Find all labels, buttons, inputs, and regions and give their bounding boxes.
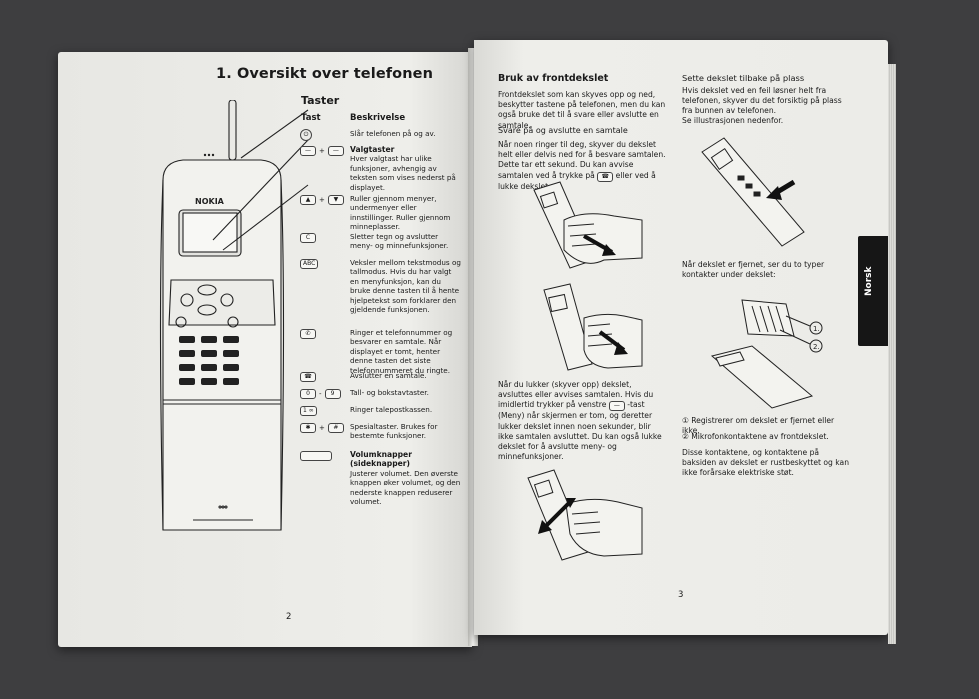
key-description: Veksler mellom tekstmodus og tallmodus. … [350,258,461,315]
replace-paragraph: Hvis dekslet ved en feil løsner helt fra… [682,86,842,116]
power-key-icon: ⏻ [300,129,312,141]
book-gutter [468,48,478,646]
section-heading: Bruk av frontdekslet [498,73,609,84]
page-number: 2 [286,612,292,622]
scroll-up-icon: ▲ [300,195,316,205]
hash-key-icon: # [327,423,344,433]
end-key-icon: ☎ [300,372,316,382]
key-description: Ringer et telefonnummer og besvarer en s… [350,328,453,375]
removed-paragraph: Når dekslet er fjernet, ser du to typer … [682,260,825,280]
contact-item-1: ① Registrerer om dekslet er fjernet elle… [682,416,835,436]
answer-paragraph: Når noen ringer til deg, skyver du deksl… [498,140,666,192]
key-row-abc: ABC Veksler mellom tekstmodus og tallmod… [300,258,461,320]
answer-text: Når noen ringer til deg, skyver du deksl… [498,140,666,180]
key-description: Spesialtaster. Brukes for bestemte funks… [350,422,438,441]
key-row-end: ☎ Avslutter en samtale. [300,371,460,385]
key-row-scroll: ▲+▼ Ruller gjennom menyer, undermenyer e… [300,194,460,234]
contacts-warning: Disse kontaktene, og kontaktene på baksi… [682,448,850,478]
close-paragraph: Når du lukker (skyver opp) dekslet, avsl… [498,380,668,462]
clear-key-icon: C [300,233,316,243]
language-tab-label: Norsk [864,266,874,297]
open-manual: 1. Oversikt over telefonen [58,40,896,647]
page-title: 1. Oversikt over telefonen [216,66,433,82]
key-row-call: ✆ Ringer et telefonnummer og besvarer en… [300,328,460,375]
select-key-icon: — [300,146,316,156]
key-description: Justerer volumet. Den øverste knappen øk… [350,468,461,507]
key-description: Tall- og bokstavtaster. [350,388,429,397]
callout-2: 2. [813,343,820,351]
key-description: Slår telefonen på og av. [350,129,436,138]
close-text-2: -tast (Meny) når skjermen er tom, og der… [498,400,662,462]
select-key-icon: — [327,146,344,156]
digit-nine-icon: 9 [324,389,341,399]
voicemail-key-icon: 1 ∞ [300,406,317,416]
scroll-down-icon: ▼ [327,195,344,205]
contacts-illustration: 1. 2. [710,299,823,409]
abc-key-icon: ABC [300,259,319,269]
star-key-icon: ✱ [300,423,316,433]
subsection-heading: Svare på og avslutte en samtale [498,126,628,135]
key-row-volume: Volumknapper (sideknapper)Justerer volum… [300,450,460,506]
replace-paragraph-2: Se illustrasjonen nedenfor. [682,116,784,125]
section-heading: Taster [301,94,340,107]
contact-item-2: ② Mikrofonkontaktene av frontdekslet. [682,432,829,441]
close-illustration [527,469,643,561]
key-row-voicemail: 1 ∞ Ringer talepostkassen. [300,405,460,419]
key-row-power: ⏻ Slår telefonen på og av. [300,129,460,147]
key-row-clear: C Sletter tegn og avslutter meny- og min… [300,232,460,258]
call-key-icon: ✆ [300,329,316,339]
callout-1: 1. [813,325,820,333]
column-2-heading: Sette dekslet tilbake på plass [682,73,805,83]
key-description: Avslutter en samtale. [350,371,427,380]
answer-illustration-2 [543,283,643,371]
key-row-special: ✱+# Spesialtaster. Brukes for bestemte f… [300,422,460,444]
phone-illustration: NOKIA [159,100,309,531]
column-tast: Tast [301,113,321,123]
key-description: Sletter tegn og avslutter meny- og minne… [350,232,449,251]
phone-brand: NOKIA [195,197,225,206]
answer-illustration-1 [533,181,643,269]
key-description: Ringer talepostkassen. [350,405,433,414]
key-title: Volumknapper (sideknapper) [350,450,412,469]
page-number: 3 [678,590,684,600]
answer-tail: eller ved å lukke dekslet. [498,170,656,191]
volume-key-icon [300,451,332,461]
key-description: Ruller gjennom menyer, undermenyer eller… [350,194,451,232]
intro-paragraph: Frontdekslet som kan skyves opp og ned, … [498,90,666,130]
digit-zero-icon: 0 [300,389,316,399]
left-page: 1. Oversikt over telefonen [58,52,472,647]
key-title: Valgtaster [350,145,395,154]
select-key-icon: — [608,401,625,412]
replace-cover-illustration [701,137,805,247]
language-tab: Norsk [858,236,888,346]
right-page: Bruk av frontdekslet Frontdekslet som ka… [474,40,888,635]
close-text: Når du lukker (skyver opp) dekslet, avsl… [498,380,654,410]
key-row-digits: 0-9 Tall- og bokstavtaster. [300,388,460,402]
page-edges [888,64,896,644]
column-beskrivelse: Beskrivelse [350,113,406,123]
key-description: Hver valgtast har ulike funksjoner, avhe… [350,154,456,192]
